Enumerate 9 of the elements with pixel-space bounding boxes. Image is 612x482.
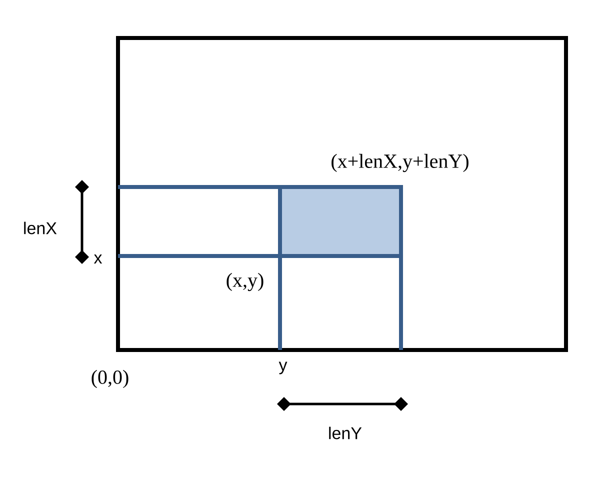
dimension-label: lenX <box>24 222 57 234</box>
axis-label: x <box>94 254 102 264</box>
coordinate-label: (x,y) <box>226 272 264 292</box>
shaded-cell <box>280 187 401 256</box>
coordinate-label: (0,0) <box>92 370 128 388</box>
axis-label: y <box>278 362 288 374</box>
coordinate-label: (x+lenX,y+lenY) <box>332 154 468 172</box>
outer-rectangle <box>116 36 568 352</box>
dimension-label: lenY <box>329 426 362 440</box>
